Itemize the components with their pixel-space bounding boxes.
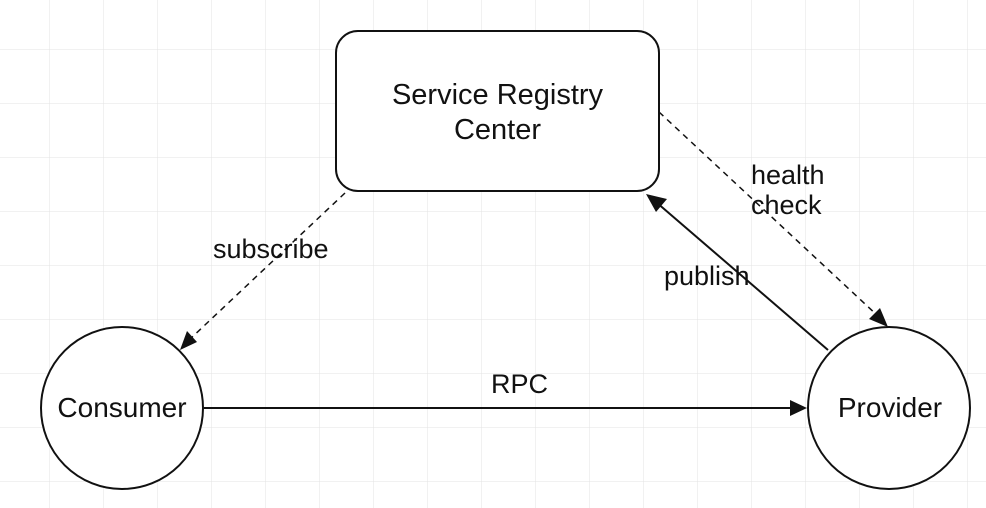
publish-arrowhead — [646, 194, 667, 212]
subscribe-edge[interactable] — [180, 192, 346, 350]
consumer-label: Consumer — [57, 392, 187, 423]
consumer-node[interactable] — [40, 326, 204, 490]
provider-label: Provider — [837, 392, 943, 423]
publish-edge[interactable] — [646, 194, 829, 351]
provider-node[interactable] — [807, 326, 971, 490]
registry-label-line2: Center — [453, 114, 542, 146]
health-check-edge[interactable] — [658, 111, 888, 327]
subscribe-arrowhead — [180, 331, 197, 350]
registry-node[interactable] — [335, 30, 660, 192]
health-check-label: health check — [751, 160, 825, 220]
health-check-label-line2: check — [751, 190, 822, 220]
registry-label: Service Registry Center — [336, 78, 659, 148]
health-check-arrowhead — [869, 308, 888, 327]
rpc-edge[interactable] — [204, 400, 807, 416]
publish-label: publish — [664, 261, 750, 291]
rpc-label: RPC — [491, 369, 549, 399]
subscribe-label: subscribe — [213, 234, 329, 264]
rpc-arrowhead — [790, 400, 807, 416]
registry-label-line1: Service Registry — [391, 79, 604, 111]
health-check-label-line1: health — [751, 160, 825, 190]
